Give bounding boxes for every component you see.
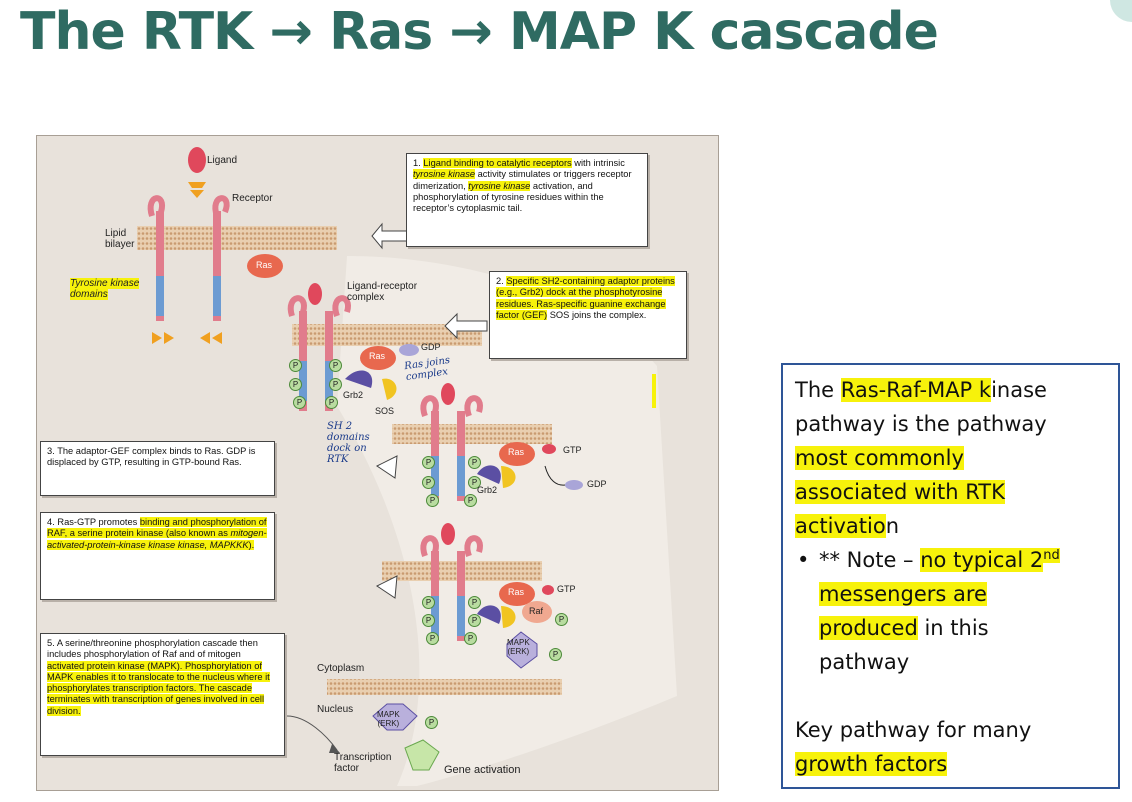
transcription-factor-shape bbox=[404, 739, 440, 771]
gtp-2-label: GTP bbox=[557, 584, 576, 594]
step5-arrow bbox=[286, 715, 338, 751]
phosphate-circle: P bbox=[293, 396, 306, 409]
phosphate-circle: P bbox=[422, 614, 435, 627]
ras-gtp-shape bbox=[499, 442, 535, 466]
ligand-shape bbox=[188, 147, 206, 173]
mapk-nucleus-shape bbox=[372, 703, 418, 731]
phosphate-circle: P bbox=[289, 378, 302, 391]
ligand-label: Ligand bbox=[207, 155, 238, 166]
membrane-top bbox=[137, 226, 337, 250]
phosphate-circle: P bbox=[426, 632, 439, 645]
gdp-label: GDP bbox=[421, 342, 441, 352]
gtp-shape bbox=[542, 444, 556, 454]
step-1-box: 1. Ligand binding to catalytic receptors… bbox=[406, 153, 648, 247]
ras-gdp-label: Ras bbox=[369, 351, 386, 361]
corner-decoration bbox=[1110, 0, 1132, 22]
ras-gdp-shape bbox=[360, 346, 396, 370]
raf-label: Raf bbox=[529, 606, 544, 616]
phosphate-circle: P bbox=[468, 614, 481, 627]
step-3-box: 3. The adaptor-GEF complex binds to Ras.… bbox=[40, 441, 275, 496]
gdp-shape bbox=[399, 344, 419, 356]
phosphate-circle: P bbox=[329, 359, 342, 372]
phosphate-circle: P bbox=[426, 494, 439, 507]
phosphate-circle: P bbox=[422, 456, 435, 469]
phosphate-circle: P bbox=[468, 596, 481, 609]
grb2-label-2: Grb2 bbox=[477, 485, 498, 495]
step2-arrow-icon bbox=[444, 312, 488, 340]
step-5-box: 5. A serine/threonine phosphorylation ca… bbox=[40, 633, 285, 756]
mapk-label: MAPK(ERK) bbox=[507, 638, 530, 656]
phosphate-circle: P bbox=[468, 476, 481, 489]
phosphate-circle: P bbox=[329, 378, 342, 391]
phosphate-circle: P bbox=[425, 716, 438, 729]
membrane-complex bbox=[292, 324, 482, 346]
note-line-1: The Ras-Raf-MAP kinase bbox=[795, 378, 1047, 402]
note-line-4: associated with RTK bbox=[795, 480, 1005, 504]
phosphate-circle: P bbox=[549, 648, 562, 661]
release-arrow bbox=[544, 465, 566, 486]
receptor-monomer-1 bbox=[147, 195, 166, 321]
note-line-5: activation bbox=[795, 514, 900, 538]
phosphate-circle: P bbox=[464, 632, 477, 645]
membrane-3 bbox=[392, 424, 552, 444]
phosphate-circle: P bbox=[422, 596, 435, 609]
phosphate-circle: P bbox=[555, 613, 568, 626]
slide-title: The RTK → Ras → MAP K cascade bbox=[20, 2, 939, 62]
gene-activation-label: Gene activation bbox=[444, 764, 521, 776]
phosphate-circle: P bbox=[468, 456, 481, 469]
mapk-nucleus-label: MAPK(ERK) bbox=[377, 710, 400, 728]
cascade-diagram bbox=[137, 147, 677, 786]
ras-free-shape bbox=[247, 254, 283, 278]
phosphate-circle: P bbox=[422, 476, 435, 489]
raf-shape bbox=[522, 601, 552, 623]
step1-arrow-icon bbox=[371, 222, 408, 250]
phosphate-circle: P bbox=[289, 359, 302, 372]
phosphate-circle: P bbox=[325, 396, 338, 409]
mapk-shape bbox=[506, 631, 538, 669]
note-key-line-1: Key pathway for many bbox=[795, 718, 1032, 742]
arrow-icon bbox=[200, 332, 222, 344]
notes-box: The Ras-Raf-MAP kinase pathway is the pa… bbox=[781, 363, 1120, 789]
ligand-arrow-icon bbox=[188, 182, 206, 198]
arrow-icon bbox=[152, 332, 174, 344]
note-key-line-2: growth factors bbox=[795, 752, 948, 776]
sos-shape bbox=[382, 378, 397, 400]
phosphate-circle: P bbox=[464, 494, 477, 507]
ras-gtp-2-shape bbox=[499, 582, 535, 606]
receptor-monomer-2 bbox=[212, 195, 230, 321]
nucleus-label: Nucleus bbox=[317, 704, 354, 715]
step-4-box: 4. Ras-GTP promotes binding and phosphor… bbox=[40, 512, 275, 600]
grb2-shape bbox=[345, 370, 373, 388]
receptor-dimer-3 bbox=[420, 383, 483, 501]
ras-free-label: Ras bbox=[256, 260, 273, 270]
receptor-label: Receptor bbox=[232, 193, 273, 204]
step3-arrow-icon bbox=[376, 455, 398, 479]
gdp-released-shape bbox=[565, 480, 583, 490]
highlight-mark bbox=[652, 374, 656, 408]
pathway-background bbox=[337, 256, 677, 786]
sos-label: SOS bbox=[375, 406, 395, 416]
nuclear-envelope bbox=[327, 679, 562, 695]
note-line-3: most commonly bbox=[795, 446, 964, 470]
grb2-label: Grb2 bbox=[343, 390, 364, 400]
receptor-dimer-4 bbox=[420, 523, 483, 641]
ras-gtp-2-label: Ras bbox=[508, 587, 525, 597]
note-line-2: pathway is the pathway bbox=[795, 412, 1047, 436]
cytoplasm-label: Cytoplasm bbox=[317, 663, 365, 674]
ras-gtp-label: Ras bbox=[508, 447, 525, 457]
step4-arrow-icon bbox=[376, 575, 398, 599]
gtp-label: GTP bbox=[563, 445, 582, 455]
step-2-box: 2. Specific SH2-containing adaptor prote… bbox=[489, 271, 687, 359]
gdp-released-label: GDP bbox=[587, 479, 607, 489]
